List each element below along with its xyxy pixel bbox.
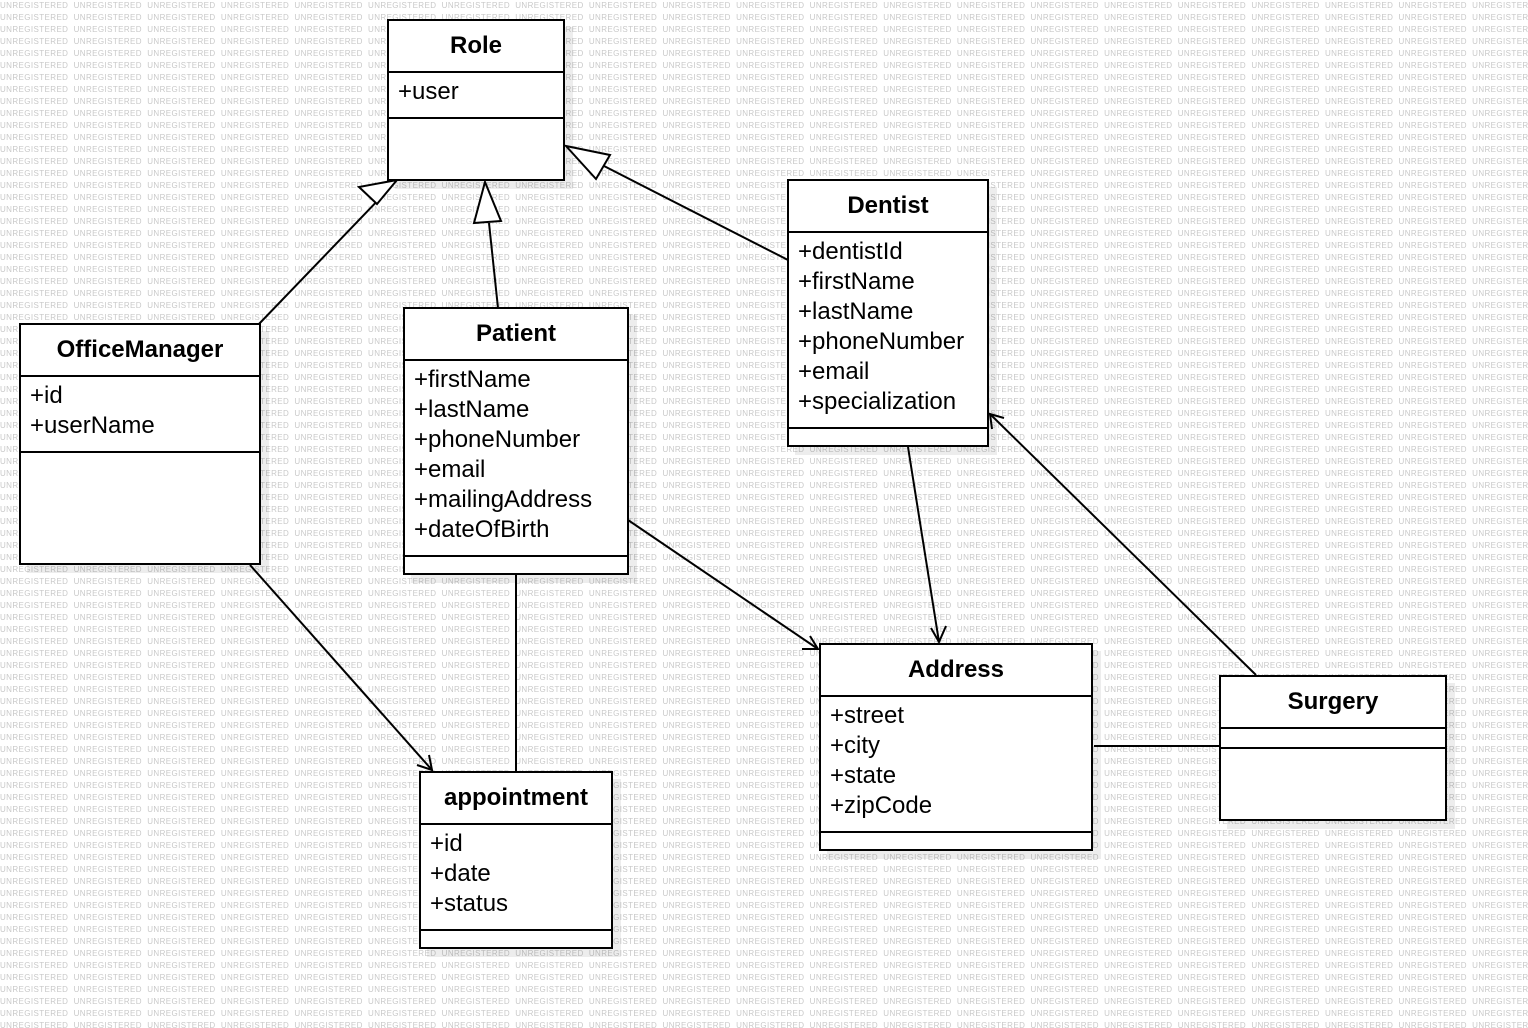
- patient-attribute-email: +email: [414, 456, 486, 483]
- dentist-attribute-lastname: +lastName: [798, 298, 914, 325]
- surgery-class-name: Surgery: [1221, 677, 1445, 729]
- association-arrowhead: [416, 754, 434, 772]
- officemanager-class[interactable]: OfficeManager +id +userName: [19, 323, 261, 565]
- patient-attribute-phonenumber: +phoneNumber: [414, 426, 581, 453]
- dentist-attribute-phonenumber: +phoneNumber: [798, 328, 965, 355]
- association-patient-address: [627, 519, 819, 650]
- appointment-attribute-status: +status: [430, 890, 509, 917]
- dentist-attribute-specialization: +specialization: [798, 388, 957, 415]
- association-arrowhead: [988, 412, 1005, 430]
- generalization-patient-role: [488, 222, 499, 309]
- appointment-attribute-date: +date: [430, 860, 491, 887]
- generalization-officemanager-role: [257, 192, 386, 326]
- address-attribute-city: +city: [830, 732, 881, 759]
- role-class-name: Role: [389, 21, 563, 73]
- generalization-arrowhead: [472, 178, 503, 225]
- officemanager-class-name: OfficeManager: [21, 325, 259, 377]
- appointment-class[interactable]: appointment +id +date +status: [419, 771, 613, 949]
- address-attribute-street: +street: [830, 702, 905, 729]
- officemanager-attributes: +id +userName: [21, 377, 259, 453]
- address-class-name: Address: [821, 645, 1091, 697]
- patient-attribute-mailingaddress: +mailingAddress: [414, 486, 593, 513]
- association-surgery-dentist: [989, 413, 1257, 676]
- appointment-attribute-id: +id: [430, 830, 463, 857]
- patient-attribute-lastname: +lastName: [414, 396, 530, 423]
- role-attributes: +user: [389, 73, 563, 119]
- association-dentist-address: [907, 446, 940, 643]
- patient-attribute-dateofbirth: +dateOfBirth: [414, 516, 550, 543]
- association-arrowhead: [930, 625, 947, 645]
- role-attribute-user: +user: [398, 78, 459, 105]
- association-officemanager-appointment: [249, 564, 433, 771]
- dentist-class-name: Dentist: [789, 181, 987, 233]
- patient-attributes: +firstName +lastName +phoneNumber +email…: [405, 361, 627, 557]
- officemanager-attribute-id: +id: [30, 382, 63, 409]
- association-arrowhead: [802, 635, 820, 650]
- address-attribute-state: +state: [830, 762, 897, 789]
- surgery-class[interactable]: Surgery: [1219, 675, 1447, 821]
- dentist-attributes: +dentistId +firstName +lastName +phoneNu…: [789, 233, 987, 429]
- address-attributes: +street +city +state +zipCode: [821, 697, 1091, 833]
- generalization-dentist-role: [603, 165, 789, 261]
- generalization-arrowhead: [356, 178, 400, 206]
- generalization-arrowhead: [563, 144, 612, 181]
- dentist-attribute-firstname: +firstName: [798, 268, 915, 295]
- address-class[interactable]: Address +street +city +state +zipCode: [819, 643, 1093, 851]
- officemanager-attribute-username: +userName: [30, 412, 155, 439]
- dentist-attribute-dentistid: +dentistId: [798, 238, 903, 265]
- surgery-attributes: [1221, 729, 1445, 749]
- address-attribute-zipcode: +zipCode: [830, 792, 933, 819]
- appointment-attributes: +id +date +status: [421, 825, 611, 931]
- appointment-class-name: appointment: [421, 773, 611, 825]
- dentist-attribute-email: +email: [798, 358, 870, 385]
- patient-attribute-firstname: +firstName: [414, 366, 531, 393]
- patient-class-name: Patient: [405, 309, 627, 361]
- patient-class[interactable]: Patient +firstName +lastName +phoneNumbe…: [403, 307, 629, 575]
- dentist-class[interactable]: Dentist +dentistId +firstName +lastName …: [787, 179, 989, 447]
- role-class[interactable]: Role +user: [387, 19, 565, 181]
